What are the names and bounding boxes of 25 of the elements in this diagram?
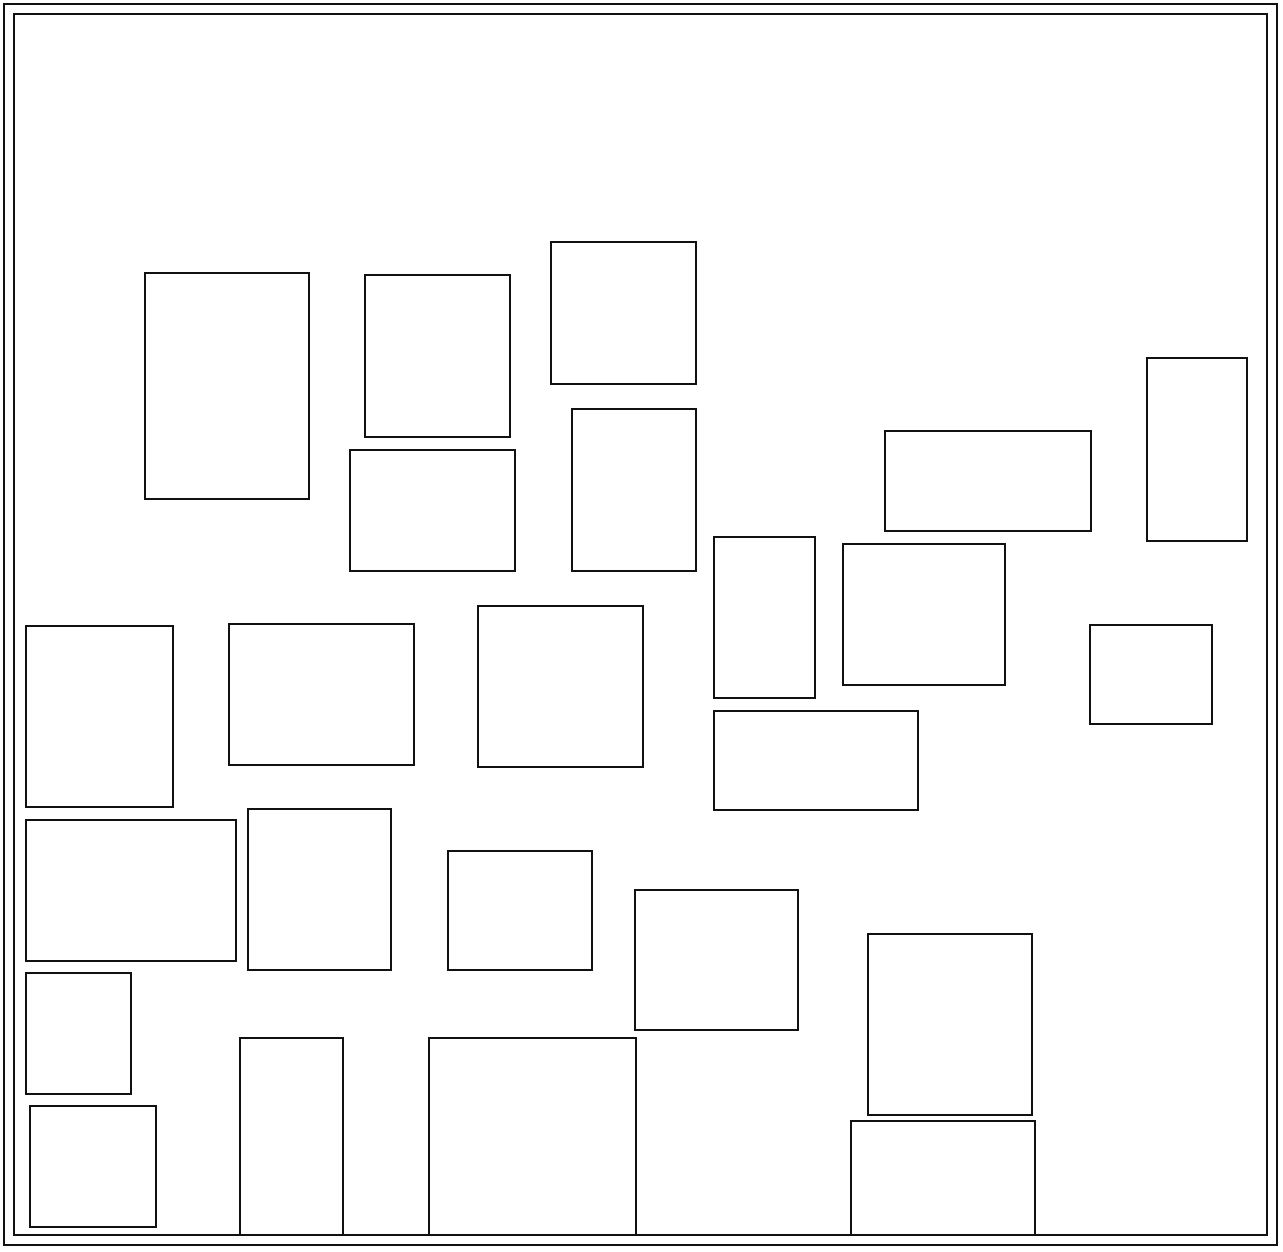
rectangle-block	[29, 1105, 157, 1228]
rectangle-block	[228, 623, 415, 766]
outer-frame	[3, 3, 1278, 1246]
rectangle-block	[634, 889, 799, 1031]
rectangle-block	[25, 625, 174, 808]
rectangle-block	[713, 536, 816, 699]
rectangle-block	[842, 543, 1006, 686]
rectangle-block	[550, 241, 697, 385]
rectangle-block	[447, 850, 593, 971]
rectangle-block	[1146, 357, 1248, 542]
rectangle-block	[25, 972, 132, 1095]
rectangle-block	[144, 272, 310, 500]
rectangle-block	[349, 449, 516, 572]
rectangle-block	[247, 808, 392, 971]
rectangle-block	[867, 933, 1033, 1116]
rectangle-block	[477, 605, 644, 768]
rectangle-block	[239, 1037, 344, 1236]
rectangle-block	[850, 1120, 1036, 1236]
rectangle-block	[1089, 624, 1213, 725]
rectangle-block	[364, 274, 511, 438]
rectangle-block	[713, 710, 919, 811]
rectangle-block	[884, 430, 1092, 532]
rectangle-block	[571, 408, 697, 572]
rectangle-block	[428, 1037, 637, 1236]
rectangle-block	[25, 819, 237, 962]
